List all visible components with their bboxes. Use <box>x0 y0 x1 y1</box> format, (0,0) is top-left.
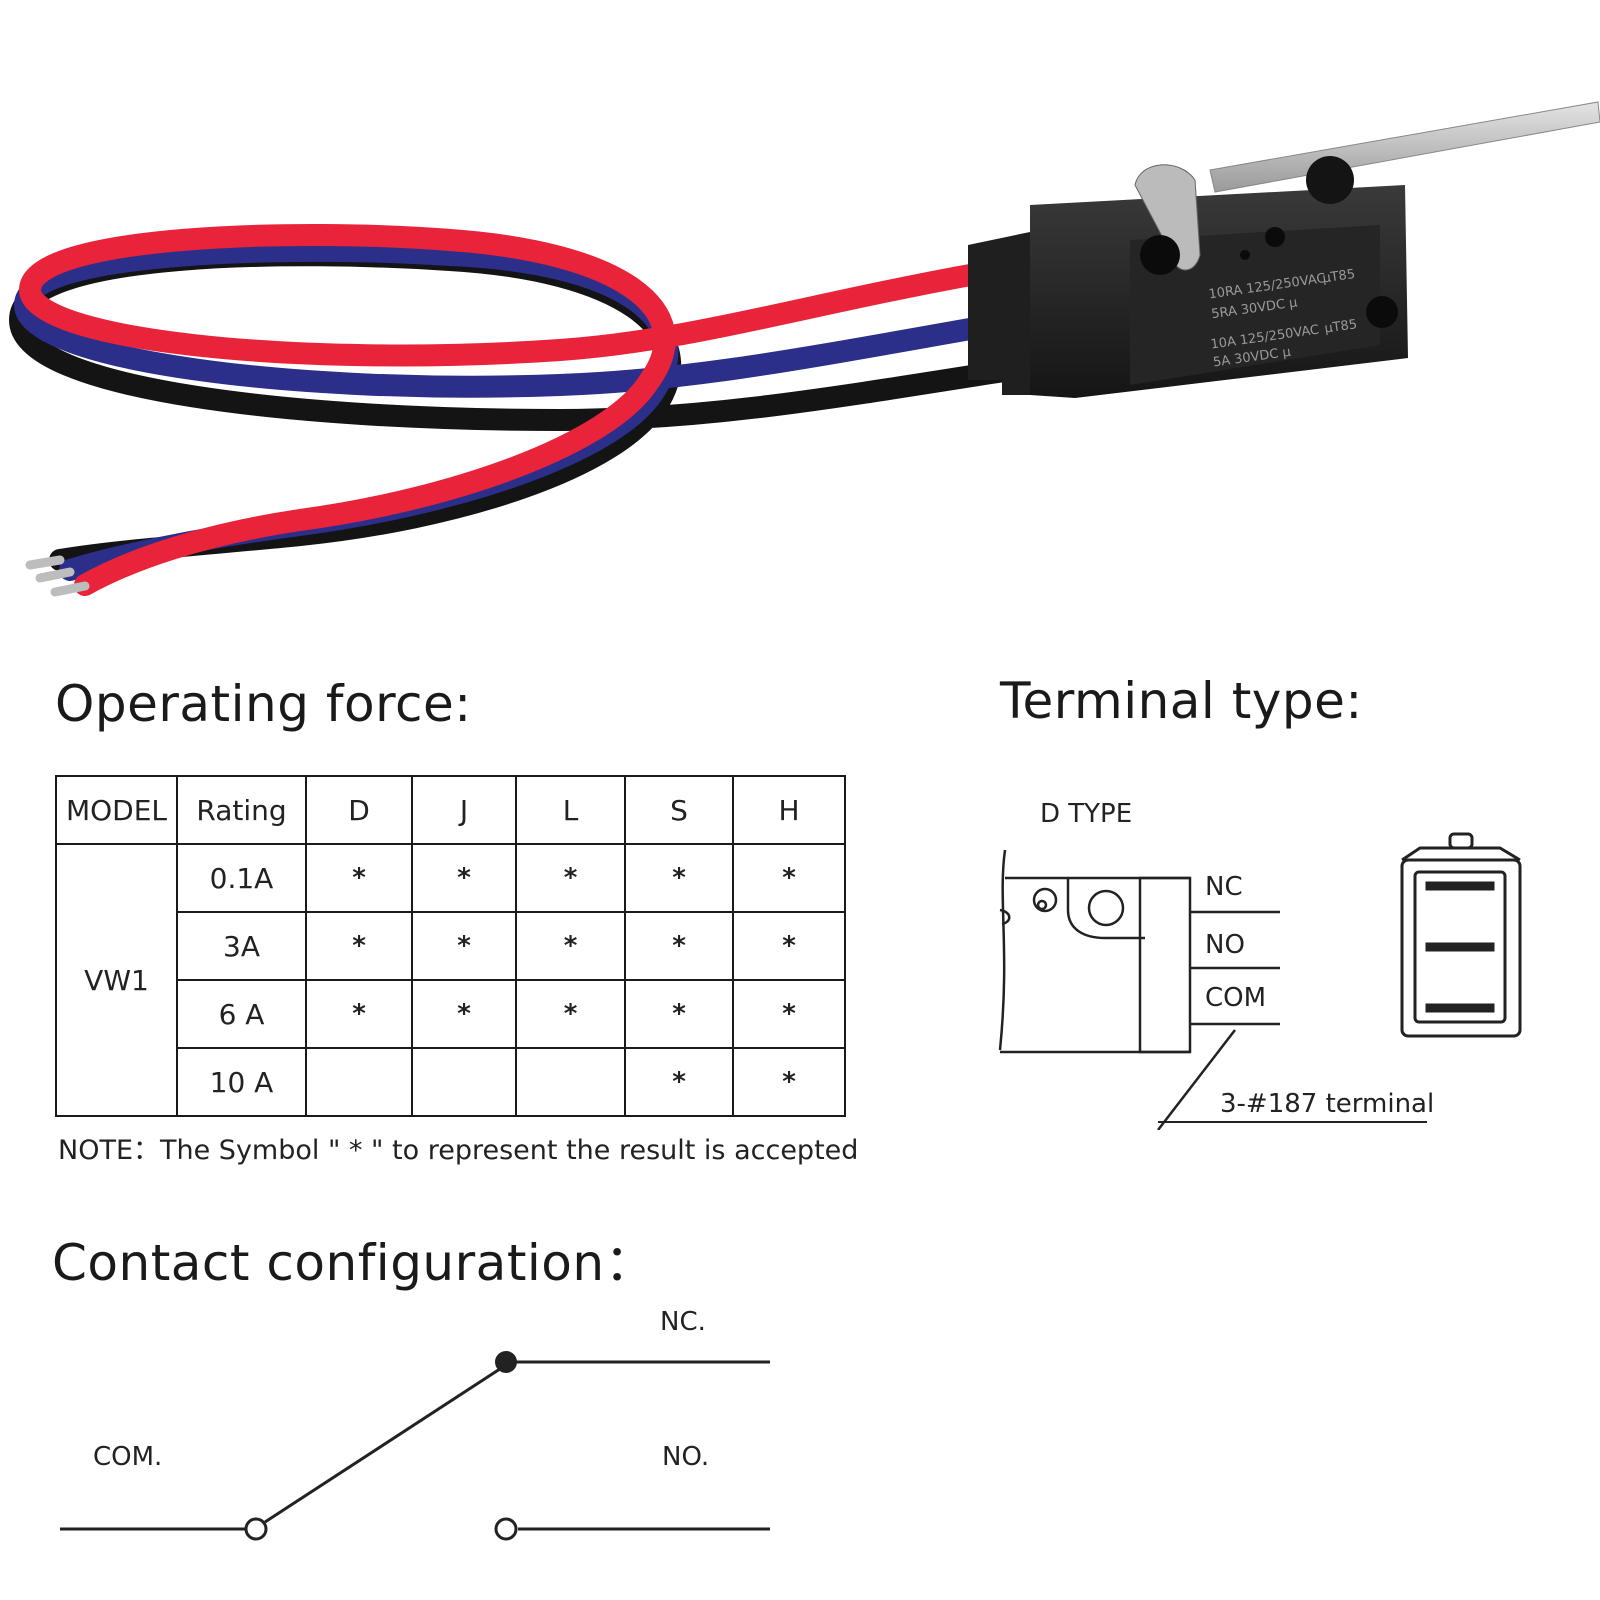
operating-force-table: MODEL Rating D J L S H VW1 0.1A * * * * … <box>55 775 846 1117</box>
table-cell: * <box>732 979 846 1049</box>
svg-text:µT85: µT85 <box>1322 267 1357 286</box>
switch-front-drawing <box>1400 832 1522 1038</box>
header-d: D <box>305 775 413 845</box>
header-s: S <box>624 775 734 845</box>
table-cell: * <box>515 911 626 981</box>
table-cell: * <box>411 979 517 1049</box>
table-cell: * <box>732 911 846 981</box>
switch-side-drawing <box>998 849 1280 1130</box>
table-cell: * <box>624 979 734 1049</box>
table-cell: * <box>411 911 517 981</box>
table-cell: * <box>305 911 413 981</box>
rating-cell: 3A <box>176 911 307 981</box>
model-cell: VW1 <box>55 843 178 1117</box>
nc-label: NC. <box>660 1310 706 1337</box>
table-cell: * <box>732 1047 846 1117</box>
table-cell: * <box>732 843 846 913</box>
operating-force-title: Operating force: <box>55 675 472 733</box>
header-h: H <box>732 775 846 845</box>
table-row: VW1 0.1A * * * * * <box>55 843 846 1117</box>
header-j: J <box>411 775 517 845</box>
wire-loop <box>8 224 1021 597</box>
nc-contact-dot <box>495 1351 517 1373</box>
terminal-note-label: 3-#187 terminal <box>1220 1089 1434 1119</box>
terminal-labels: NC NO COM <box>1205 872 1266 1013</box>
table-cell: * <box>624 1047 734 1117</box>
terminal-diagram: D TYPE NC NO COM 3-#187 terminal <box>998 799 1522 1130</box>
table-cell <box>515 1047 626 1117</box>
table-row: 3A * * * * * <box>56 911 846 981</box>
red-wire <box>18 224 1021 596</box>
svg-text:µT85: µT85 <box>1324 317 1359 336</box>
table-cell: * <box>515 979 626 1049</box>
terminal-com-label: COM <box>1205 983 1266 1013</box>
header-l: L <box>515 775 626 845</box>
header-model: MODEL <box>55 775 178 845</box>
terminal-no-label: NO <box>1205 930 1245 960</box>
contact-configuration-title: Contact configuration： <box>52 1234 656 1292</box>
table-cell <box>305 1047 413 1117</box>
com-terminal-circle <box>244 1517 268 1541</box>
table-cell <box>411 1047 517 1117</box>
no-label: NO. <box>662 1442 709 1472</box>
terminal-type-title: Terminal type: <box>1000 672 1363 730</box>
header-rating: Rating <box>176 775 307 845</box>
table-header-row: MODEL Rating D J L S H <box>55 775 846 845</box>
table-cell: * <box>624 843 734 913</box>
table-note: NOTE：The Symbol " * " to represent the r… <box>58 1135 859 1166</box>
com-label: COM. <box>93 1442 162 1472</box>
table-cell: * <box>411 843 517 913</box>
no-terminal-circle <box>494 1517 518 1541</box>
rating-cell: 0.1A <box>176 843 307 913</box>
switch-arm <box>264 1363 507 1524</box>
table-cell: * <box>305 979 413 1049</box>
contact-diagram: NC. NO. COM. <box>60 1310 770 1541</box>
rating-cell: 6 A <box>176 979 307 1049</box>
rating-cell: 10 A <box>176 1047 307 1117</box>
table-row: 6 A * * * * * <box>56 979 846 1049</box>
product-image: 10RA 125/250VAC µT85 5RA 30VDC µ 10A 125… <box>8 101 1600 597</box>
terminal-nc-label: NC <box>1205 872 1243 902</box>
switch-body <box>968 156 1408 398</box>
d-type-label: D TYPE <box>1040 799 1132 829</box>
table-cell: * <box>624 911 734 981</box>
table-row: 10 A * * <box>56 1047 846 1117</box>
lever-arm <box>1209 101 1600 193</box>
table-cell: * <box>515 843 626 913</box>
table-cell: * <box>305 843 413 913</box>
